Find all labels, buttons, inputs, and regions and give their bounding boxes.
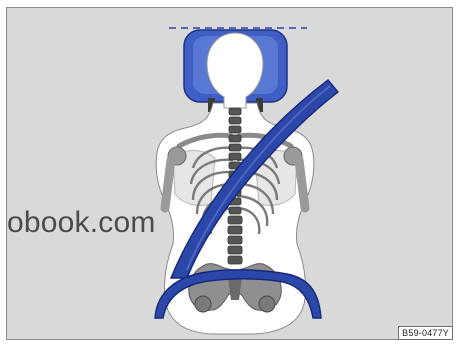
seatbelt-illustration <box>7 8 452 339</box>
watermark-text: obook.com <box>7 208 156 238</box>
hip-joint-left <box>195 296 211 312</box>
upper-arm-left <box>165 160 171 208</box>
figure-code-label: B59-0477Y <box>398 326 453 340</box>
hip-joint-right <box>259 296 275 312</box>
upper-arm-right <box>299 160 305 208</box>
seatbelt-figure: obook.com B59-0477Y <box>6 7 453 340</box>
